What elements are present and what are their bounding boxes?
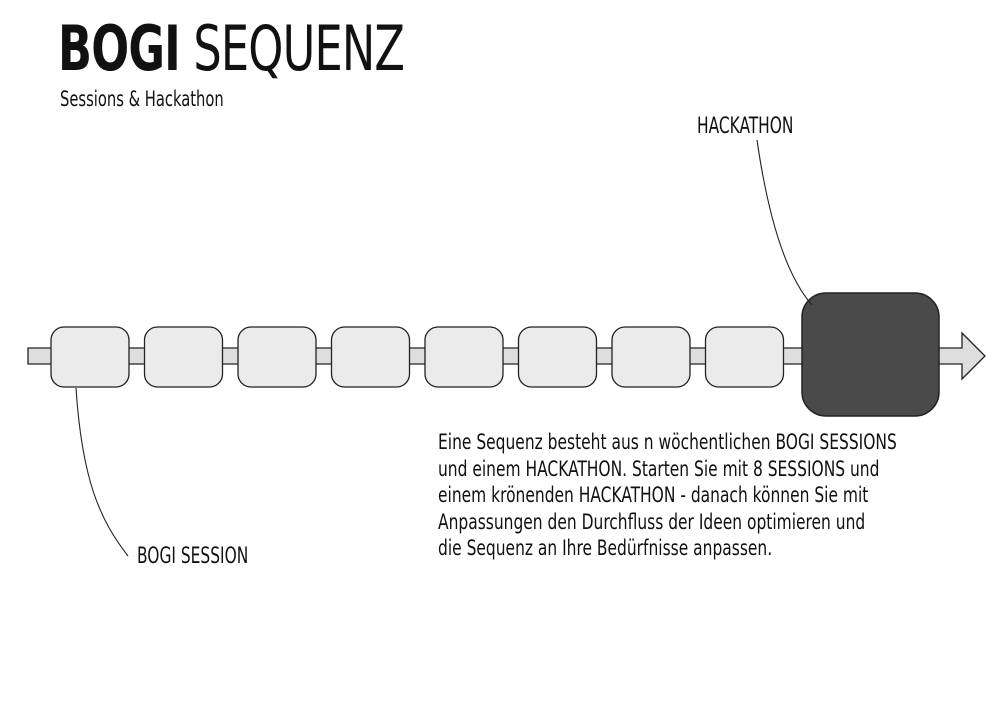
session-box (424, 326, 504, 388)
hackathon-callout-line (756, 139, 813, 306)
hackathon-label: HACKATHON (697, 114, 794, 139)
session-box (611, 326, 691, 388)
page-title: BOGI SEQUENZ (58, 12, 405, 85)
session-box (50, 326, 130, 388)
description-line: einem krönenden HACKATHON - danach könne… (438, 483, 869, 508)
description-text: Eine Sequenz besteht aus n wöchentlichen… (438, 430, 958, 563)
description-line: Eine Sequenz besteht aus n wöchentlichen… (438, 430, 897, 455)
session-label: BOGI SESSION (137, 544, 249, 569)
session-box (517, 326, 598, 388)
description-line: und einem HACKATHON. Starten Sie mit 8 S… (438, 456, 880, 482)
session-box (237, 326, 317, 388)
description-line: Anpassungen den Durchfluss der Ideen opt… (438, 509, 866, 535)
session-box (330, 326, 411, 388)
session-callout-line (75, 387, 129, 557)
hackathon-box (801, 292, 940, 417)
title-bold: BOGI (58, 12, 181, 85)
description-line: die Sequenz an Ihre Bedürfnisse anpassen… (438, 536, 773, 561)
title-rest: SEQUENZ (193, 12, 405, 85)
page-subtitle: Sessions & Hackathon (60, 87, 224, 111)
session-box (704, 326, 785, 388)
session-boxes (50, 326, 785, 388)
session-box (143, 326, 224, 388)
